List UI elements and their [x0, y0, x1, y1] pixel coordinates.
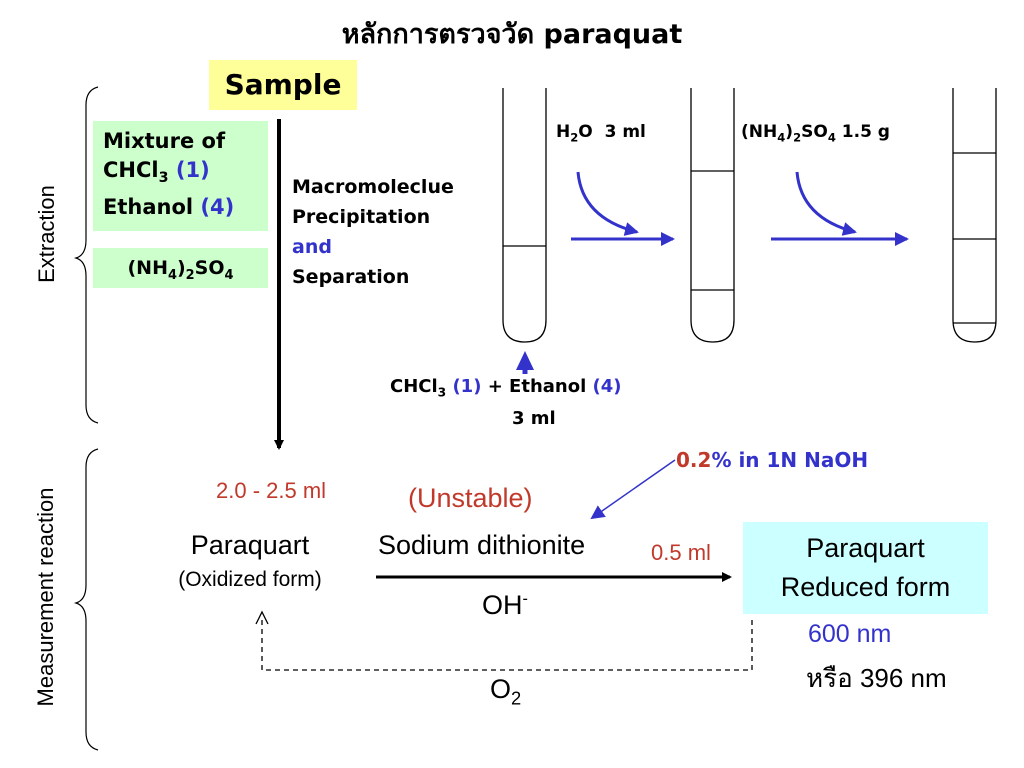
mixture-line1: Mixture of — [103, 129, 226, 153]
o2-text: O — [490, 674, 512, 704]
paraquart-oxidized: Paraquart — [190, 530, 310, 560]
amm-c-sub: 4 — [224, 267, 234, 283]
reduced-form-box: Paraquart Reduced form — [743, 522, 988, 614]
oh-text: OH — [482, 590, 523, 620]
chloro-ratio1: (1) — [452, 376, 482, 397]
dithionite-volume: 0.5 ml — [651, 540, 711, 565]
ammonium-step-label: (NH4)2SO4 1.5 g — [741, 122, 890, 144]
water-h-sub: 2 — [570, 130, 579, 145]
page-title: หลักการตรวจวัด paraquat — [341, 19, 683, 50]
amm-b: ) — [176, 257, 186, 279]
extraction-brace — [73, 86, 99, 424]
test-tube-1 — [502, 88, 547, 343]
water-rest: O 3 ml — [578, 122, 646, 142]
macro-line2: Precipitation — [292, 206, 431, 228]
chloro-chcl: CHCl — [390, 376, 438, 397]
step2-c-sub: 4 — [827, 130, 836, 145]
amm-c: SO — [194, 257, 225, 279]
step2-b: ) — [785, 122, 794, 142]
test-tube-2 — [690, 88, 735, 343]
macro-line3: and — [292, 236, 332, 258]
naoh-label: 0.2% in 1N NaOH — [676, 448, 868, 472]
mixture-ethanol-line: Ethanol (4) — [103, 193, 268, 222]
test-tube-3 — [952, 88, 997, 343]
step2-a-sub: 4 — [777, 130, 786, 145]
mixture-chcl-line: CHCl3 (1) — [103, 156, 268, 193]
sample-box: Sample — [209, 60, 357, 110]
step2-a: (NH — [741, 122, 778, 142]
chcl-ratio: (1) — [175, 158, 210, 182]
macromolecule-text: Macromoleclue Precipitation and Separati… — [292, 172, 454, 292]
wavelength-600: 600 nm — [808, 620, 892, 648]
dithionite-label: Sodium dithionite — [378, 530, 586, 560]
chloro-chcl-sub: 3 — [437, 385, 447, 400]
ethanol-ratio: (4) — [200, 195, 235, 220]
mixture-box: Mixture of CHCl3 (1) Ethanol (4) — [93, 121, 268, 231]
reduced-line2: Reduced form — [780, 572, 951, 602]
measurement-brace — [73, 448, 99, 751]
curved-arrow-1 — [576, 171, 639, 236]
step2-c: SO — [801, 122, 828, 142]
chloroform-volume: 3 ml — [512, 408, 556, 429]
hydroxide-label: OH- — [482, 590, 528, 621]
unstable-label: (Unstable) — [408, 483, 533, 513]
chcl-text: CHCl — [103, 158, 159, 182]
add-up-arrow — [516, 351, 534, 370]
oh-sup: - — [522, 590, 528, 608]
step2-d: 1.5 g — [835, 122, 890, 142]
curved-arrow-2 — [795, 171, 857, 236]
paraquart-volume: 2.0 - 2.5 ml — [216, 478, 327, 503]
ethanol-text: Ethanol — [103, 195, 194, 220]
reduced-line1: Paraquart — [806, 533, 925, 563]
o2-sub: 2 — [511, 687, 522, 709]
amm-a: (NH — [127, 257, 169, 279]
macro-line4: Separation — [292, 266, 410, 288]
oxygen-label: O2 — [490, 674, 521, 709]
wavelength-396: หรือ 396 nm — [806, 663, 947, 693]
macro-line1: Macromoleclue — [292, 176, 454, 198]
oxygen-loop — [261, 618, 753, 671]
naoh-pointer-arrow — [590, 459, 676, 520]
ammonium-sulfate-box: (NH4)2SO4 — [93, 248, 268, 288]
amm-a-sub: 4 — [168, 267, 177, 283]
chloroform-add-label: CHCl3 (1) + Ethanol (4) — [390, 376, 622, 400]
chloro-ratio2: (4) — [592, 376, 622, 397]
chloro-plus-ethanol: + Ethanol — [481, 376, 593, 397]
step2-b-sub: 2 — [793, 130, 802, 145]
naoh-percent: 0.2 — [676, 448, 712, 472]
amm-b-sub: 2 — [185, 267, 195, 283]
naoh-rest: % in 1N NaOH — [711, 448, 869, 472]
oxidized-form-label: (Oxidized form) — [178, 568, 322, 591]
water-h: H — [556, 122, 571, 142]
chcl-sub: 3 — [158, 170, 169, 187]
water-step-label: H2O 3 ml — [556, 122, 646, 144]
